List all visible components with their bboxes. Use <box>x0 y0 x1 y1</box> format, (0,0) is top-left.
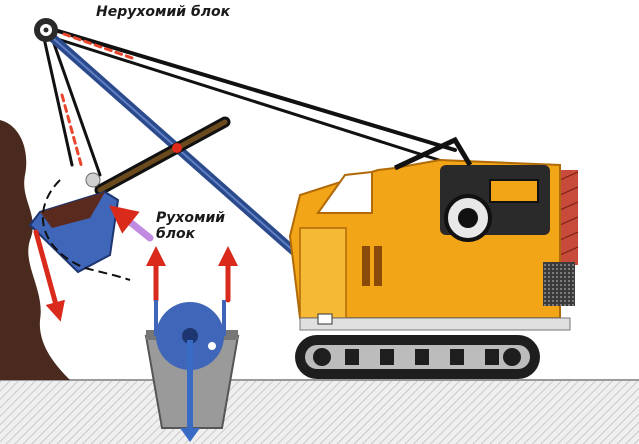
rock-face <box>0 120 70 380</box>
ground <box>0 379 639 444</box>
excavator-body <box>288 136 579 331</box>
violet-arrow <box>109 205 154 242</box>
cables <box>42 26 457 177</box>
movable-block-label-line2: блок <box>156 226 196 243</box>
force-arrows <box>33 205 238 322</box>
red-arrow-bucket <box>33 229 65 322</box>
fixed-block-pulley <box>34 18 58 42</box>
movable-block-label-line1: Рухомий <box>156 210 226 226</box>
dipper-stick <box>94 116 231 196</box>
bucket <box>28 172 131 281</box>
movable-block-pulley <box>144 300 240 442</box>
movable-block-label: Рухомий блок <box>156 210 246 242</box>
crawler-tracks <box>295 335 540 379</box>
fixed-block-label: Нерухомий блок <box>96 4 231 20</box>
